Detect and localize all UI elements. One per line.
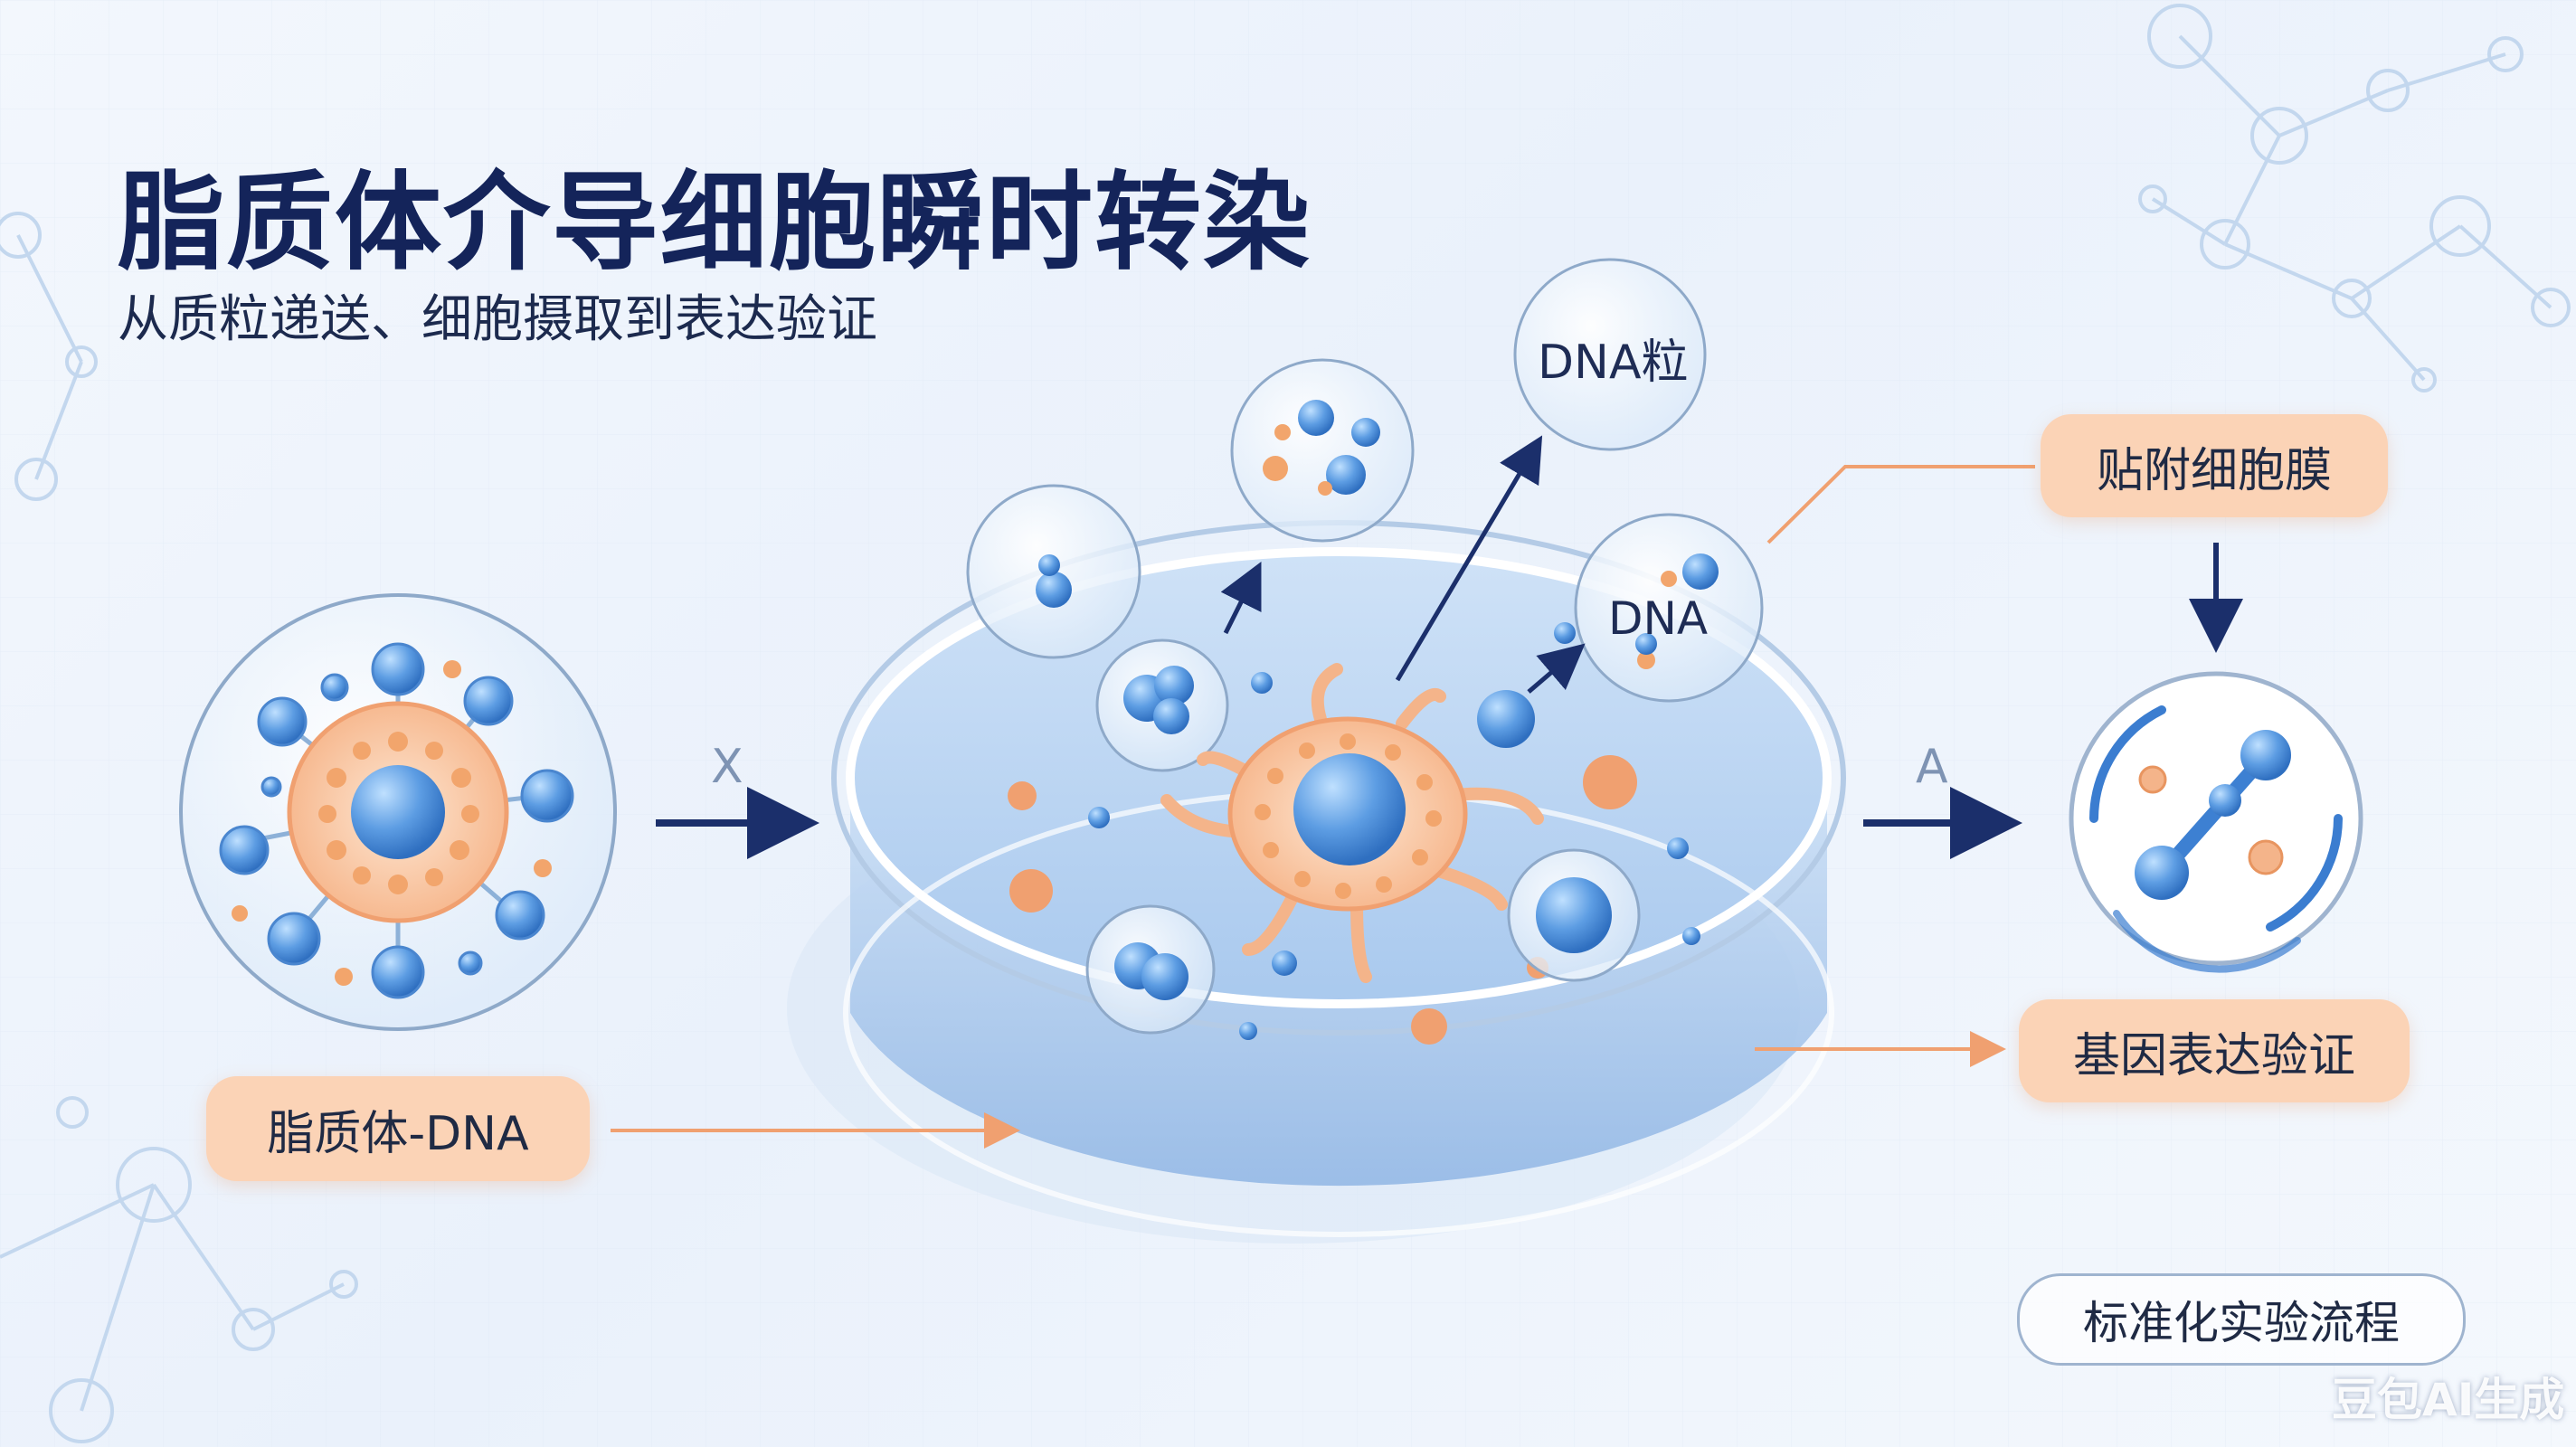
label-lipo-dna: 脂质体-DNA <box>206 1076 590 1181</box>
symbol-left: X <box>711 740 743 794</box>
page-title: 脂质体介导细胞瞬时转染 <box>118 160 1312 285</box>
watermark: 豆包AI生成 <box>2332 1374 2565 1426</box>
label-attach-membrane: 贴附细胞膜 <box>2041 414 2388 517</box>
cell-icon <box>1160 663 1544 983</box>
label-standard-protocol: 标准化实验流程 <box>2017 1273 2466 1366</box>
label-dna-particle: DNA粒 <box>1538 336 1689 390</box>
symbol-right: A <box>1916 740 1948 794</box>
label-dna: DNA <box>1608 592 1709 645</box>
floating-bubbles <box>966 258 1764 703</box>
dna-expression-icon <box>2069 671 2363 973</box>
lipoplex-icon <box>179 593 617 1031</box>
label-gene-expression: 基因表达验证 <box>2019 999 2410 1102</box>
uptake-arrows <box>1220 435 1586 694</box>
petri-dish-icon <box>787 520 1846 1244</box>
page-subtitle: 从质粒递送、细胞摄取到表达验证 <box>118 290 877 349</box>
leader-lines <box>611 465 2035 1149</box>
molecule-network-icon <box>0 4 2571 1443</box>
